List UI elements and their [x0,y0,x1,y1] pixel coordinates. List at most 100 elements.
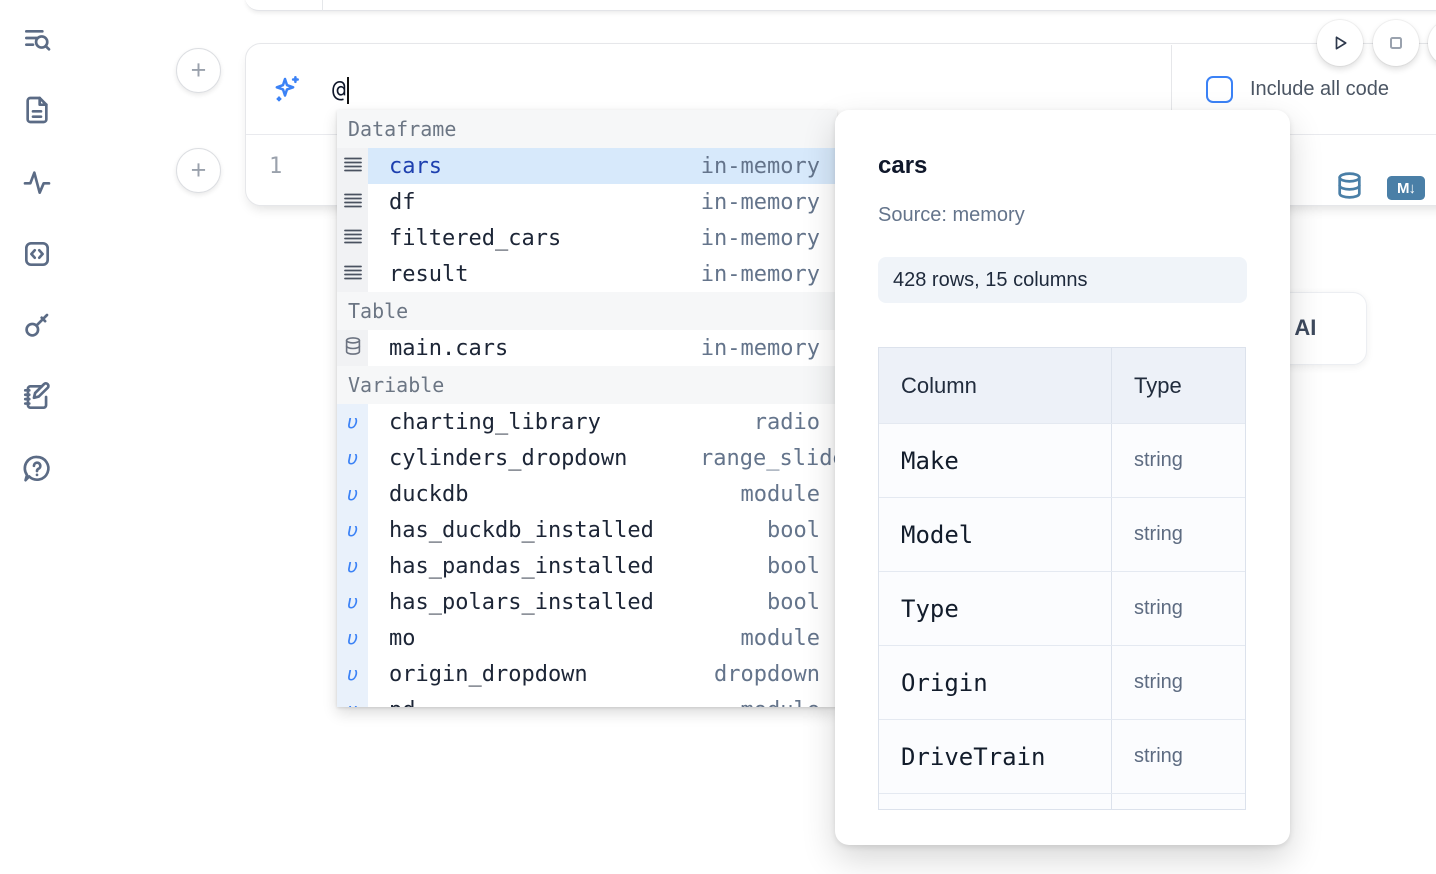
file-text-icon[interactable] [20,93,54,127]
variable-icon: υ [347,627,358,649]
left-sidebar [0,0,72,874]
help-chat-icon[interactable] [20,452,54,486]
schema-table-header-row: ColumnType [879,348,1245,423]
autocomplete-item[interactable]: υ duckdb module [337,476,837,512]
autocomplete-item-type: in-memory [700,262,820,287]
dataframe-rows-icon [344,265,362,284]
autocomplete-item-type: bool [700,518,820,543]
variable-icon: υ [347,483,358,505]
autocomplete-item-name: has_pandas_installed [389,554,654,579]
ai-prompt-input[interactable]: @ [332,74,349,106]
play-icon [1328,31,1352,55]
dataframe-rows-icon [344,229,362,248]
schema-header-column: Column [879,348,1112,423]
autocomplete-item[interactable]: carsin-memory [337,148,837,184]
autocomplete-item-type: range_slider [700,446,820,471]
autocomplete-item-type: bool [700,590,820,615]
autocomplete-item-name: result [389,262,468,287]
autocomplete-section-header: Variable [337,366,837,404]
autocomplete-item[interactable]: υorigin_dropdowndropdown [337,656,837,692]
stop-icon [1384,31,1408,55]
autocomplete-item-name: charting_library [389,410,601,435]
variable-icon: υ [347,699,358,707]
autocomplete-item-type: module [700,482,820,507]
autocomplete-item[interactable]: υ pd module [337,692,837,707]
stop-button[interactable] [1373,20,1419,66]
autocomplete-section-header: Dataframe [337,110,837,148]
code-square-icon[interactable] [20,237,54,271]
autocomplete-item-name: has_duckdb_installed [389,518,654,543]
schema-column-name: Model [879,498,1112,571]
schema-column-name: Make [879,424,1112,497]
autocomplete-item-name: pd [389,698,416,708]
schema-table-row: Modelstring [879,497,1245,571]
text-cursor [347,77,349,104]
autocomplete-item[interactable]: filtered_cars in-memory [337,220,837,256]
schema-column-type: string [1112,424,1245,497]
activity-icon[interactable] [20,165,54,199]
autocomplete-item-name: has_polars_installed [389,590,654,615]
autocomplete-item-type: dropdown [700,662,820,687]
run-cell-button[interactable] [1317,20,1363,66]
autocomplete-item-type: in-memory [700,226,820,251]
autocomplete-item[interactable]: υ charting_library radio [337,404,837,440]
database-icon[interactable] [1334,170,1365,206]
autocomplete-item-type: bool [700,554,820,579]
list-search-icon[interactable] [20,23,54,57]
include-all-code-label: Include all code [1250,78,1389,101]
schema-column-type: string [1112,498,1245,571]
notebook-pen-icon[interactable] [20,380,54,414]
autocomplete-item-name: df [389,190,416,215]
schema-table-row: Typestring [879,571,1245,645]
popup-schema-table: ColumnTypeMakestringModelstringTypestrin… [878,347,1246,810]
autocomplete-item[interactable]: df in-memory [337,184,837,220]
autocomplete-item-type: module [700,626,820,651]
table-database-icon [345,337,361,359]
autocomplete-item-type: module [700,698,820,708]
add-cell-button-bottom[interactable]: + [176,148,221,193]
previous-cell-bottom [245,0,1436,11]
autocomplete-item-type: in-memory [700,336,820,361]
schema-header-type: Type [1112,348,1245,423]
autocomplete-item-name: main.cars [389,336,508,361]
schema-column-name: Origin [879,646,1112,719]
variable-icon: υ [347,447,358,469]
dataframe-rows-icon [344,193,362,212]
autocomplete-section-header: Table [337,292,837,330]
variable-icon: υ [347,411,358,433]
autocomplete-item-type: in-memory [700,190,820,215]
autocomplete-item-name: duckdb [389,482,468,507]
popup-source: Source: memory [878,204,1025,227]
dataframe-preview-popup: cars Source: memory 428 rows, 15 columns… [835,110,1290,845]
autocomplete-item[interactable]: result in-memory [337,256,837,292]
line-number: 1 [269,154,282,179]
autocomplete-item[interactable]: υhas_polars_installedbool [337,584,837,620]
autocomplete-item-type: radio [700,410,820,435]
popup-title: cars [878,152,927,180]
autocomplete-item[interactable]: υcylinders_dropdownrange_slider [337,440,837,476]
gutter-divider [322,0,323,11]
schema-column-type: string [1112,646,1245,719]
schema-column-name: Type [879,572,1112,645]
autocomplete-dropdown: Dataframecarsin-memorydfin-memoryfiltere… [337,110,837,707]
markdown-icon[interactable]: M↓ [1387,176,1425,200]
autocomplete-item-type: in-memory [700,154,820,179]
key-icon[interactable] [20,308,54,342]
autocomplete-item-name: filtered_cars [389,226,561,251]
autocomplete-item[interactable]: υ has_duckdb_installed bool [337,512,837,548]
sparkles-icon [271,73,303,105]
schema-table-row: DriveTrainstring [879,719,1245,793]
schema-column-type: string [1112,572,1245,645]
autocomplete-item[interactable]: main.cars in-memory [337,330,837,366]
autocomplete-item[interactable]: υmomodule [337,620,837,656]
add-cell-button-top[interactable]: + [176,48,221,93]
include-all-code-checkbox[interactable] [1206,76,1233,103]
dataframe-rows-icon [344,157,362,176]
variable-icon: υ [347,663,358,685]
autocomplete-item[interactable]: υ has_pandas_installed bool [337,548,837,584]
variable-icon: υ [347,555,358,577]
schema-column-type: string [1112,720,1245,793]
schema-table-row-partial [879,793,1245,810]
variable-icon: υ [347,519,358,541]
